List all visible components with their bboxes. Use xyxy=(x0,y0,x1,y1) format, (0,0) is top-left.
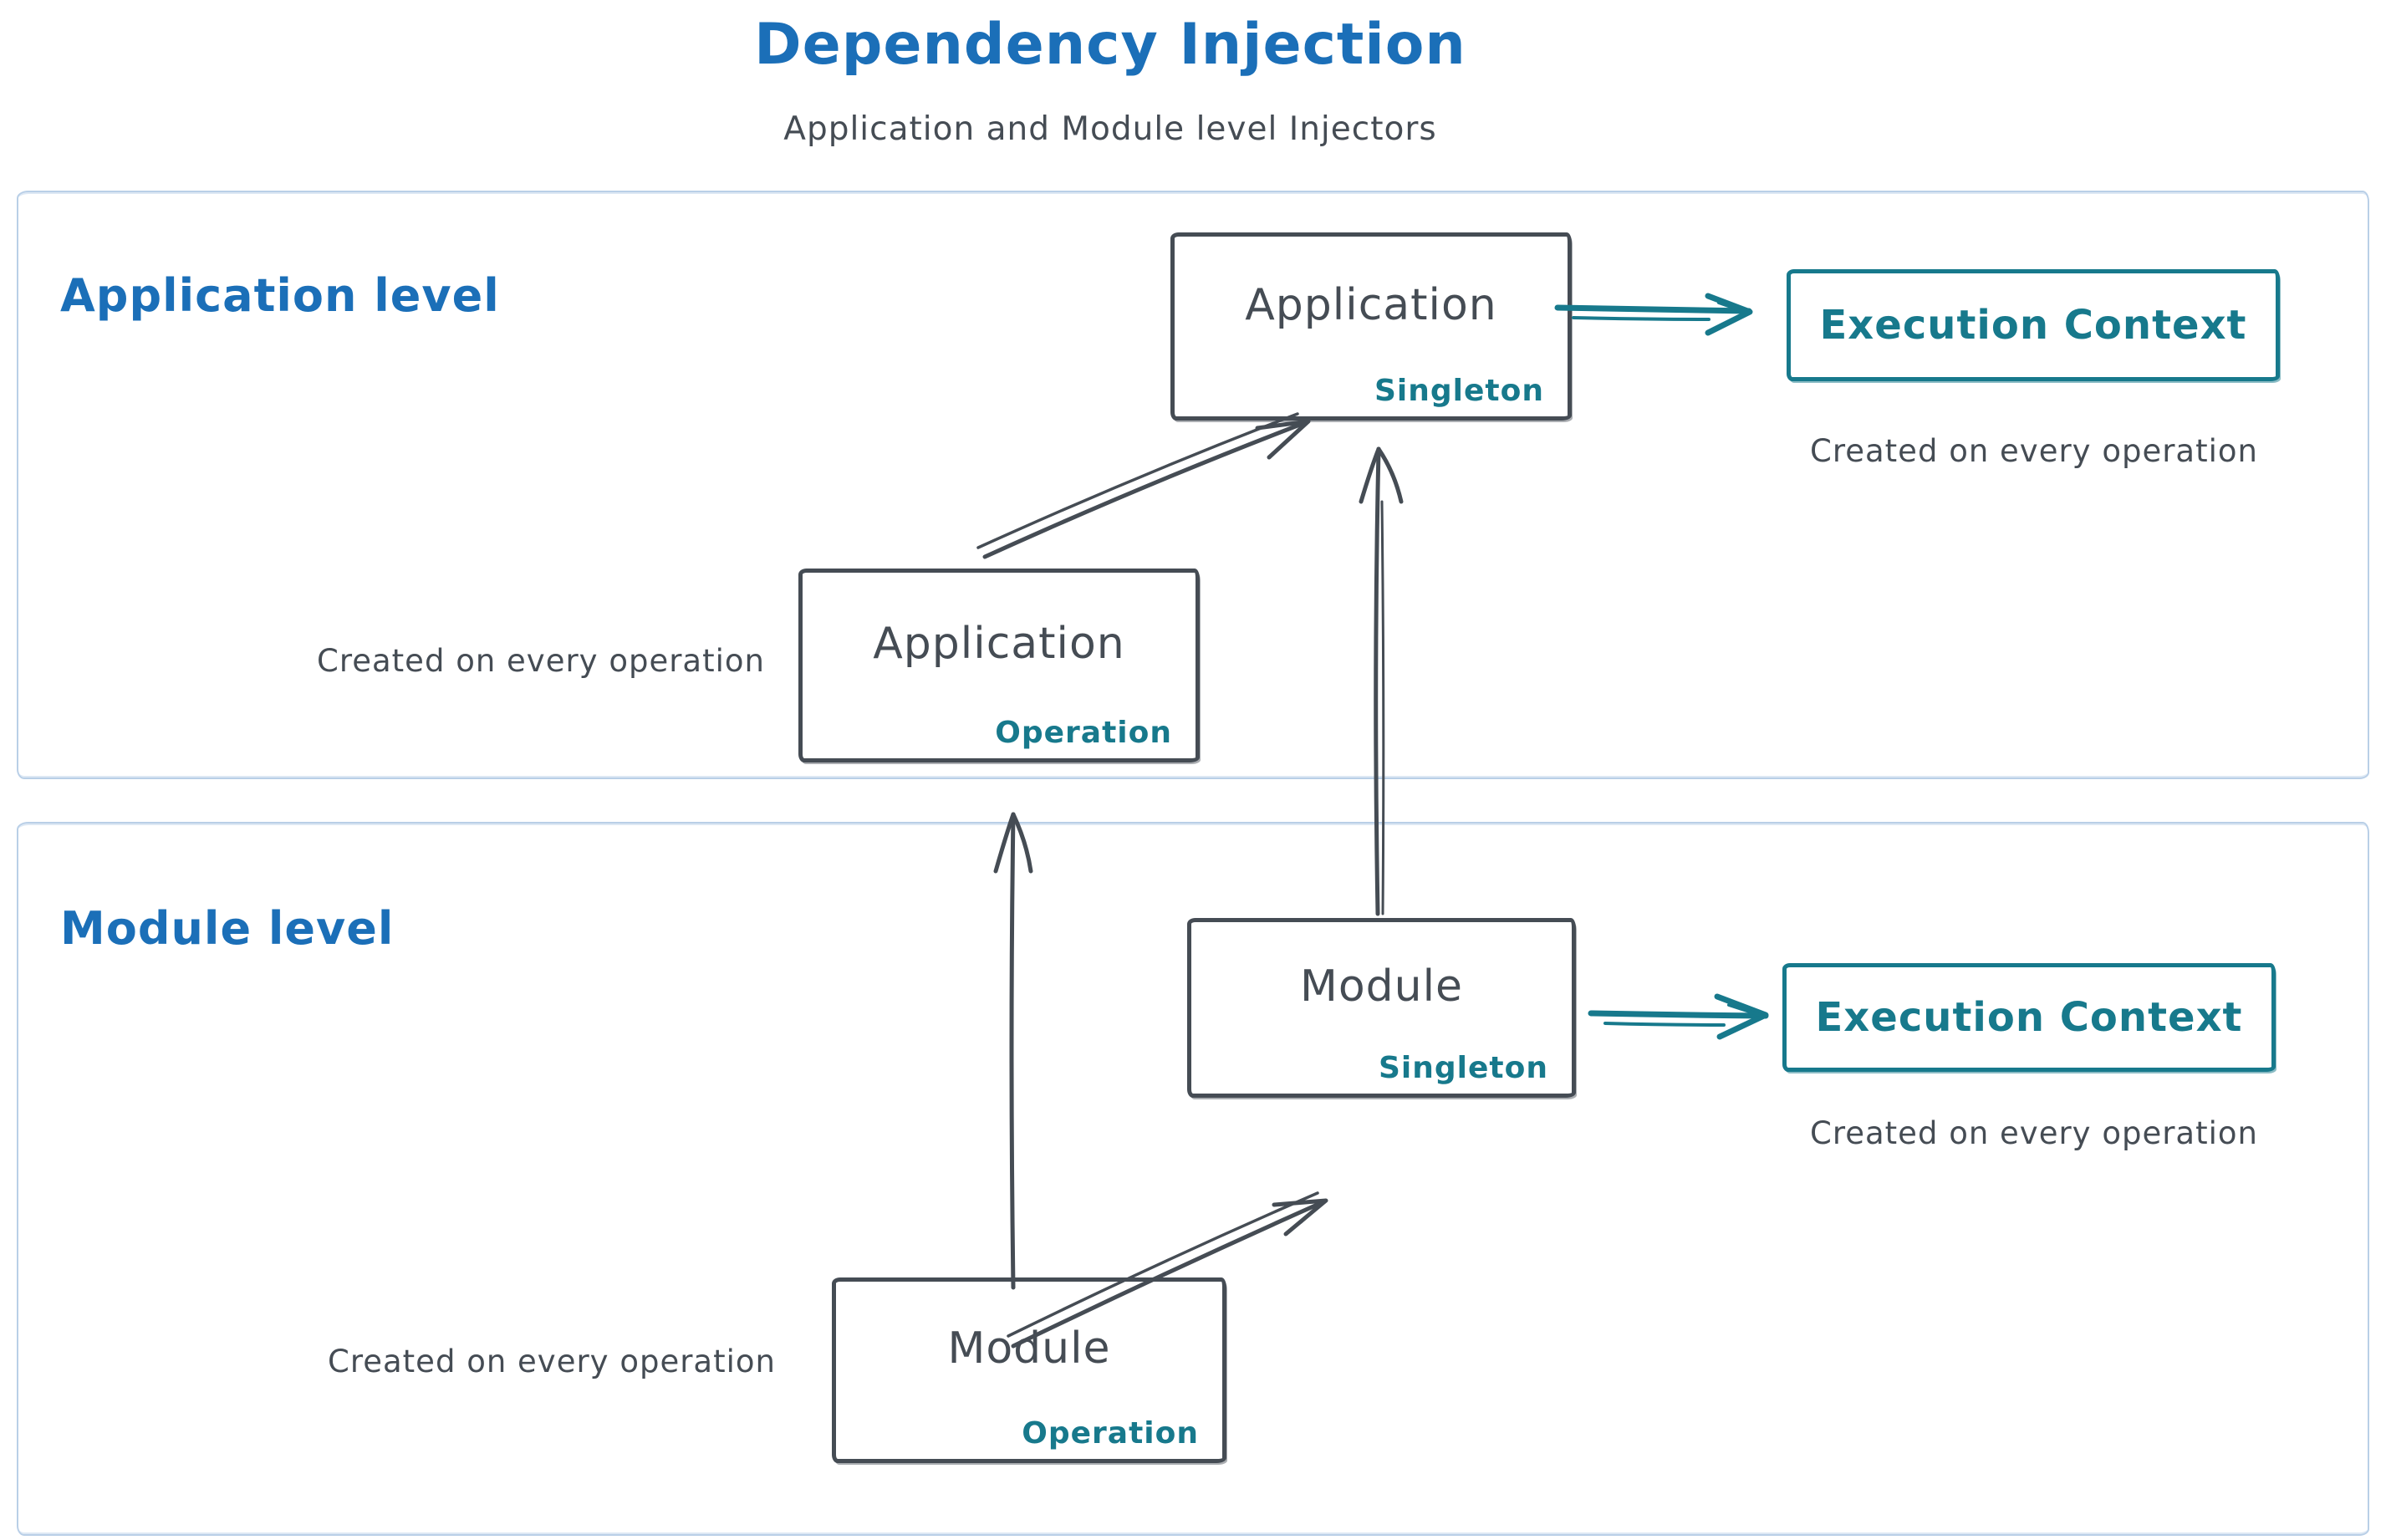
module-operation-box: Module Operation xyxy=(832,1277,1226,1463)
module-singleton-title: Module xyxy=(1299,961,1464,1012)
module-operation-scope: Operation xyxy=(1022,1416,1199,1451)
application-execution-context-caption: Created on every operation xyxy=(1810,433,2258,469)
module-level-container: Module level xyxy=(17,822,2369,1536)
diagram-title: Dependency Injection xyxy=(754,12,1466,78)
application-execution-context-box: Execution Context xyxy=(1787,269,2280,381)
module-execution-context-box: Execution Context xyxy=(1782,963,2276,1072)
module-level-label: Module level xyxy=(60,902,395,955)
diagram-subtitle: Application and Module level Injectors xyxy=(783,110,1437,148)
module-singleton-box: Module Singleton xyxy=(1187,918,1576,1098)
application-singleton-box: Application Singleton xyxy=(1170,232,1572,421)
module-execution-context-label: Execution Context xyxy=(1815,994,2243,1041)
application-singleton-title: Application xyxy=(1245,279,1497,330)
application-singleton-scope: Singleton xyxy=(1374,374,1544,408)
module-singleton-scope: Singleton xyxy=(1379,1051,1548,1085)
module-operation-title: Module xyxy=(947,1323,1111,1374)
application-level-container: Application level xyxy=(17,191,2369,779)
module-execution-context-caption: Created on every operation xyxy=(1810,1115,2258,1151)
application-operation-title: Application xyxy=(873,619,1125,669)
module-operation-caption: Created on every operation xyxy=(328,1344,776,1379)
application-execution-context-label: Execution Context xyxy=(1819,302,2247,349)
application-operation-caption: Created on every operation xyxy=(317,643,765,679)
application-level-label: Application level xyxy=(60,269,500,322)
application-operation-box: Application Operation xyxy=(798,569,1200,762)
application-operation-scope: Operation xyxy=(995,716,1172,750)
